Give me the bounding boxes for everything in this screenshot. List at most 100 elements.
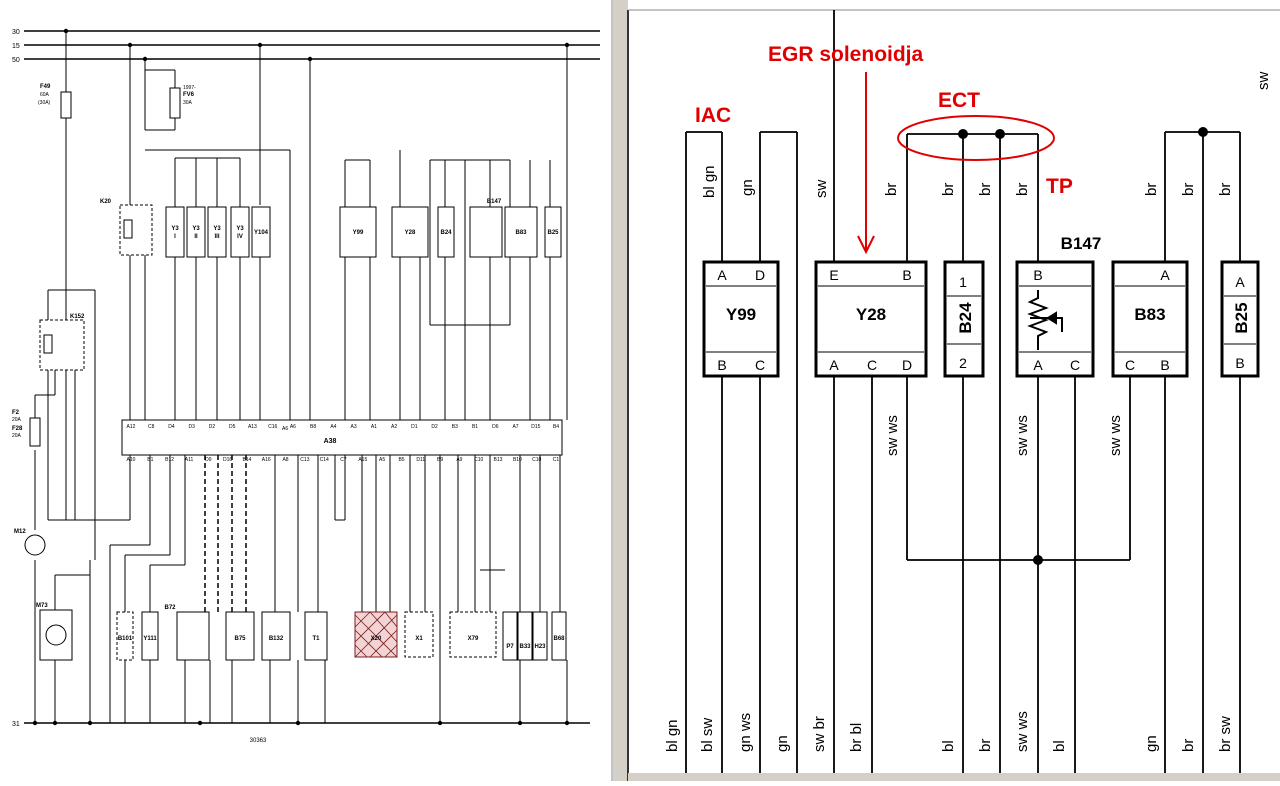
pin-b83-b: B: [1160, 357, 1169, 373]
component-b33: [517, 611, 533, 661]
a38-lower-pin-0: A10: [127, 457, 136, 463]
wire-label-corner: sw: [1255, 72, 1272, 91]
fuse-label-fv6: FV6: [183, 92, 195, 98]
a38-lower-pin-3: A11: [185, 457, 194, 463]
a38-upper-pin-9: B8: [310, 424, 316, 430]
wire-label-top: gn: [739, 179, 756, 196]
pin-y99-c: C: [755, 357, 765, 373]
fuse-fv6: [169, 87, 181, 119]
a38-upper-pin-8: A6: [290, 424, 296, 430]
component-label-b24-small: B24: [440, 230, 452, 236]
wire-label-top: br: [1014, 183, 1031, 196]
pin-b25-a: A: [1235, 274, 1245, 290]
drawing-number: 30363: [250, 738, 267, 744]
component-label-y28-small: Y28: [405, 230, 416, 236]
pin-y28-d: D: [902, 357, 912, 373]
rail-label-15: 15: [12, 43, 20, 50]
a38-upper-pin-6: A13: [248, 424, 257, 430]
fuse-f2: [29, 417, 41, 447]
a38-lower-pin-14: B5: [398, 457, 404, 463]
panel-splitter[interactable]: [613, 0, 628, 781]
junction-ect-1: [958, 129, 968, 139]
component-y28: [814, 260, 928, 378]
component-b132: [261, 611, 291, 661]
a38-lower-pin-21: C10: [532, 457, 541, 463]
component-h23: [532, 611, 548, 661]
component-y104: [251, 206, 271, 258]
wire-label-bottom: gn: [774, 735, 791, 752]
fuse-label-f49: F49: [40, 84, 51, 90]
component-label-t1: T1: [312, 636, 320, 642]
rail-label-50: 50: [12, 57, 20, 64]
fuse-note-f49-b: (30A): [38, 100, 51, 106]
wire-label-mid: sw ws: [1014, 415, 1031, 456]
a38-lower-pin-16: B9: [437, 457, 443, 463]
a38-upper-pin-1: C8: [148, 424, 155, 430]
component-sub-y3-ii: II: [194, 234, 198, 240]
module-label-a38: A38: [324, 438, 337, 445]
component-b72: [176, 611, 210, 661]
component-b68: [551, 611, 567, 661]
module-pin-a6: A6: [282, 426, 288, 432]
a38-upper-pin-4: D2: [209, 424, 216, 430]
component-y3-iii: [207, 206, 227, 258]
pin-y99-a: A: [717, 267, 727, 283]
component-label-y3-iv: Y3: [236, 226, 244, 232]
component-b83-small: [504, 206, 538, 258]
a38-lower-pin-9: C13: [300, 457, 309, 463]
rail-label-31: 31: [12, 721, 20, 728]
component-b25-small: [544, 206, 562, 258]
pin-b147-b: B: [1033, 267, 1042, 283]
component-label-b83-small: B83: [515, 230, 527, 236]
potentiometer-icon: [1027, 290, 1063, 350]
a38-lower-pin-5: D16: [223, 457, 232, 463]
a38-lower-pin-8: A8: [282, 457, 288, 463]
a38-lower-pin-7: A16: [262, 457, 271, 463]
motor-label-m73: M73: [36, 603, 48, 609]
wire-label-bottom: br: [1180, 739, 1197, 752]
horizontal-scrollbar[interactable]: [628, 773, 1280, 781]
component-b24: [943, 260, 985, 378]
a38-upper-pin-2: D4: [168, 424, 175, 430]
wire-label-top: br: [1180, 183, 1197, 196]
pin-b83-a: A: [1160, 267, 1170, 283]
pin-b147-c: C: [1070, 357, 1080, 373]
a38-upper-pin-20: D15: [531, 424, 540, 430]
component-b25: [1220, 260, 1260, 378]
component-label-b25: B25: [1232, 302, 1251, 333]
pin-y28-c: C: [867, 357, 877, 373]
a38-upper-pin-3: D3: [188, 424, 195, 430]
motor-label-m12: M12: [14, 529, 26, 535]
wire-label-bottom: br: [977, 739, 994, 752]
a38-upper-pin-17: B1: [472, 424, 478, 430]
component-b75: [225, 611, 255, 661]
a38-upper-pin-18: D6: [492, 424, 499, 430]
component-label-y3-ii: Y3: [192, 226, 200, 232]
pin-b24-2: 2: [959, 355, 967, 371]
a38-upper-pin-16: B3: [452, 424, 458, 430]
component-b24-small: [437, 206, 455, 258]
wire-label-bottom: gn ws: [737, 713, 754, 752]
fuse-note-f2: 20A: [12, 417, 22, 423]
wire-label-top: sw: [813, 180, 830, 199]
a38-upper-pin-13: A2: [391, 424, 397, 430]
component-sub-y3-iii: III: [214, 234, 219, 240]
a38-upper-pin-12: A1: [371, 424, 377, 430]
wire-label-mid: sw ws: [1107, 415, 1124, 456]
motor-m12: [24, 534, 46, 556]
component-label-b147-small: B147: [487, 199, 502, 205]
component-label-x1: X1: [415, 636, 423, 642]
junction-ect-2: [995, 129, 1005, 139]
junction-b83: [1198, 127, 1208, 137]
a38-lower-pin-4: D9: [205, 457, 212, 463]
a38-upper-pin-5: D5: [229, 424, 236, 430]
pin-b83-c: C: [1125, 357, 1135, 373]
component-label-b75: B75: [234, 636, 246, 642]
rail-label-30: 30: [12, 29, 20, 36]
wire-label-bottom: bl gn: [664, 719, 681, 752]
wire-label-bottom: br bl: [848, 723, 865, 752]
component-x79: [449, 611, 497, 658]
fuse-note-f28: 20A: [12, 433, 22, 439]
